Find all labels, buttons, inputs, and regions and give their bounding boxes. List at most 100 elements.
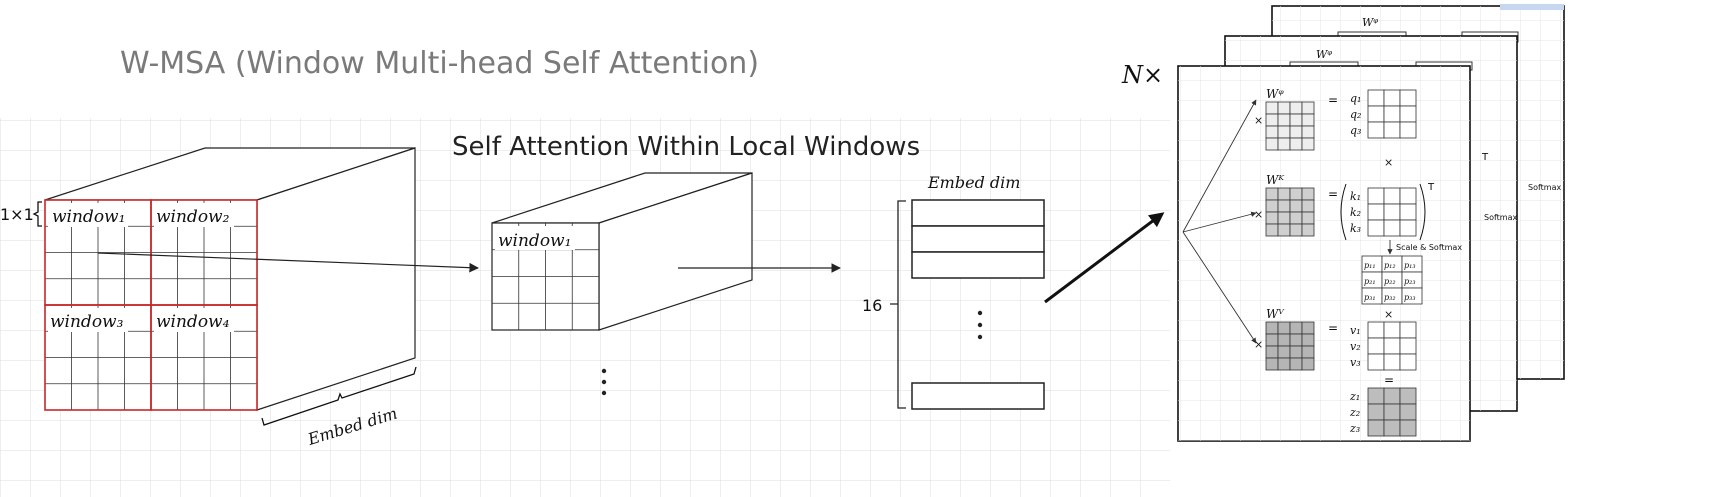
q1-label: q₁ bbox=[1350, 92, 1361, 105]
z2-label: z₂ bbox=[1349, 406, 1360, 419]
v-matrix bbox=[1367, 321, 1417, 371]
k-matrix bbox=[1367, 187, 1417, 237]
patch-size-brace bbox=[32, 201, 42, 227]
matrix-cell bbox=[1383, 219, 1401, 237]
matrix-cell bbox=[1301, 101, 1315, 115]
wv-label: Wⱽ bbox=[1266, 307, 1285, 321]
prob-cell bbox=[1401, 287, 1423, 305]
prob-cell-label: p₁₃ bbox=[1404, 261, 1416, 270]
matrix-cell bbox=[1265, 211, 1279, 225]
matrix-cell bbox=[1399, 203, 1417, 221]
window-cube: window₁ bbox=[491, 172, 753, 331]
prob-cell-label: p₃₁ bbox=[1364, 293, 1376, 302]
v1-label: v₁ bbox=[1350, 324, 1361, 337]
matrix-cell bbox=[1301, 187, 1315, 201]
matrix-cell bbox=[1277, 113, 1291, 127]
matrix-cell bbox=[1399, 387, 1417, 405]
matrix-cell bbox=[1277, 211, 1291, 225]
window-2-label: window₂ bbox=[156, 207, 230, 227]
matrix-cell bbox=[1301, 321, 1315, 335]
matrix-cell bbox=[1383, 121, 1401, 139]
matrix-cell bbox=[1383, 321, 1401, 339]
matrix-cell bbox=[1265, 101, 1279, 115]
matrix-cell bbox=[1367, 337, 1385, 355]
svg-text:Wᵠ: Wᵠ bbox=[1316, 48, 1332, 61]
attention-card-stack: Wᵠ Softmax Wᵠ T Softmax Wᵠ × Wᴷ × Wⱽ × =… bbox=[1177, 4, 1565, 442]
times-pv: × bbox=[1384, 308, 1393, 321]
token-count-label: 16 bbox=[862, 296, 882, 315]
matrix-cell bbox=[1289, 187, 1303, 201]
matrix-cell bbox=[1301, 333, 1315, 347]
matrix-cell bbox=[1265, 125, 1279, 139]
matrix-cell bbox=[1301, 223, 1315, 237]
matrix-cell bbox=[1383, 353, 1401, 371]
token-matrix: Embed dim 16 bbox=[862, 173, 1045, 410]
prob-cell-label: p₁₁ bbox=[1364, 261, 1376, 270]
matrix-cell bbox=[1301, 113, 1315, 127]
equals-v: = bbox=[1328, 321, 1338, 335]
q-matrix bbox=[1367, 89, 1417, 139]
matrix-cell bbox=[1383, 105, 1401, 123]
matrix-cell bbox=[1265, 345, 1279, 359]
matrix-cell bbox=[1367, 89, 1385, 107]
matrix-cell bbox=[1289, 223, 1303, 237]
prob-cell-label: p₃₃ bbox=[1404, 293, 1416, 302]
matrix-cell bbox=[1399, 353, 1417, 371]
prob-cell-label: p₃₂ bbox=[1384, 293, 1396, 302]
matrix-cell bbox=[1265, 223, 1279, 237]
to-attention-arrow bbox=[1044, 212, 1165, 304]
matrix-cell bbox=[1383, 387, 1401, 405]
matrix-cell bbox=[1399, 219, 1417, 237]
times-v: × bbox=[1254, 338, 1263, 351]
times-q: × bbox=[1254, 114, 1263, 127]
token-count-bracket bbox=[890, 200, 906, 409]
matrix-cell bbox=[1367, 203, 1385, 221]
matrix-cell bbox=[1277, 321, 1291, 335]
matrix-cell bbox=[1277, 199, 1291, 213]
prob-cell-label: p₂₃ bbox=[1404, 277, 1416, 286]
k2-label: k₂ bbox=[1350, 206, 1361, 219]
matrix-cell bbox=[1301, 199, 1315, 213]
svg-text:Wᵠ: Wᵠ bbox=[1362, 16, 1378, 29]
q2-label: q₂ bbox=[1350, 108, 1361, 121]
matrix-cell bbox=[1289, 357, 1303, 371]
q3-label: q₃ bbox=[1350, 124, 1361, 137]
window-4-label: window₄ bbox=[156, 312, 230, 332]
matrix-cell bbox=[1399, 121, 1417, 139]
k3-label: k₃ bbox=[1350, 222, 1361, 235]
matrix-cell bbox=[1265, 113, 1279, 127]
matrix-cell bbox=[1367, 105, 1385, 123]
svg-text:Softmax: Softmax bbox=[1528, 183, 1561, 192]
patch-size-label: 1×1 bbox=[0, 205, 34, 224]
matrix-cell bbox=[1383, 203, 1401, 221]
matrix-cell bbox=[1367, 187, 1385, 205]
embed-dim-brace-cube bbox=[261, 366, 417, 426]
k1-label: k₁ bbox=[1350, 190, 1361, 203]
equals-q: = bbox=[1328, 93, 1338, 107]
matrix-cell bbox=[1277, 187, 1291, 201]
matrix-cell bbox=[1289, 211, 1303, 225]
matrix-cell bbox=[1367, 321, 1385, 339]
matrix-cell bbox=[1289, 199, 1303, 213]
matrix-cell bbox=[1383, 187, 1401, 205]
window-1-label: window₁ bbox=[52, 207, 125, 227]
scale-softmax-label: Scale & Softmax bbox=[1396, 243, 1462, 252]
prob-cell-label: p₂₂ bbox=[1384, 277, 1396, 286]
matrix-cell bbox=[1265, 137, 1279, 151]
window-partition-arrow bbox=[97, 252, 479, 273]
matrix-cell bbox=[1301, 345, 1315, 359]
matrix-cell bbox=[1277, 333, 1291, 347]
matrix-cell bbox=[1289, 333, 1303, 347]
matrix-cell bbox=[1277, 137, 1291, 151]
matrix-cell bbox=[1399, 403, 1417, 421]
matrix-cell bbox=[1277, 125, 1291, 139]
window-cube-label: window₁ bbox=[498, 231, 571, 251]
matrix-cell bbox=[1367, 219, 1385, 237]
z1-label: z₁ bbox=[1349, 390, 1360, 403]
wq-matrix bbox=[1265, 101, 1315, 151]
embed-dim-matrix-label: Embed dim bbox=[927, 173, 1020, 192]
times-qk: × bbox=[1384, 156, 1393, 169]
matrix-cell bbox=[1301, 357, 1315, 371]
